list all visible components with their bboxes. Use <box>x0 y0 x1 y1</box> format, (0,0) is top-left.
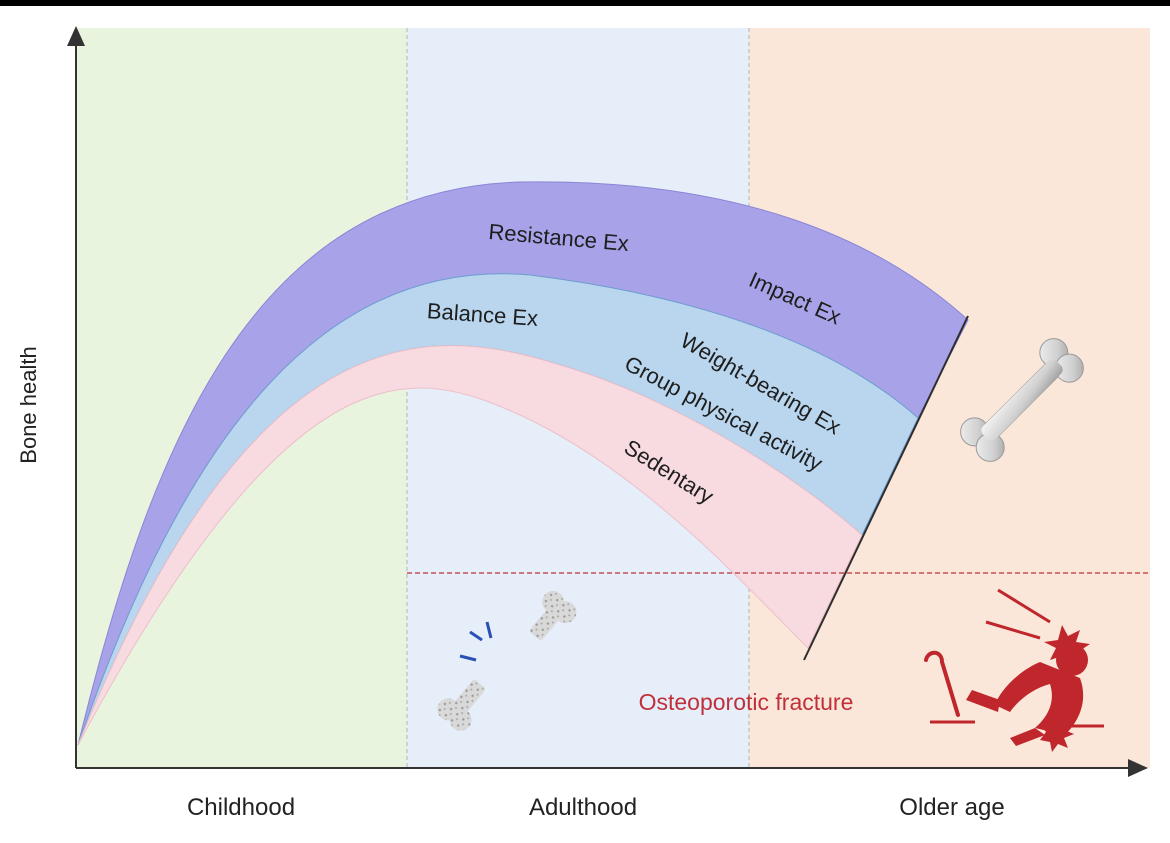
y-axis-arrow <box>67 26 85 46</box>
osteoporotic-fracture-label: Osteoporotic fracture <box>639 689 854 715</box>
bone-icon <box>960 338 1084 462</box>
falling-person-icon <box>930 588 1104 752</box>
sedentary-band <box>77 345 863 746</box>
y-axis-label: Bone health <box>16 346 41 463</box>
stage-label-childhood: Childhood <box>187 794 295 821</box>
stage-label-adulthood: Adulthood <box>529 794 637 821</box>
top-border <box>0 0 1170 6</box>
broken-bone-icon <box>437 590 577 731</box>
decline-end-line <box>803 315 969 661</box>
x-axis-arrow <box>1128 759 1148 777</box>
stage-label-older-age: Older age <box>899 794 1004 821</box>
cane-icon <box>924 650 960 717</box>
